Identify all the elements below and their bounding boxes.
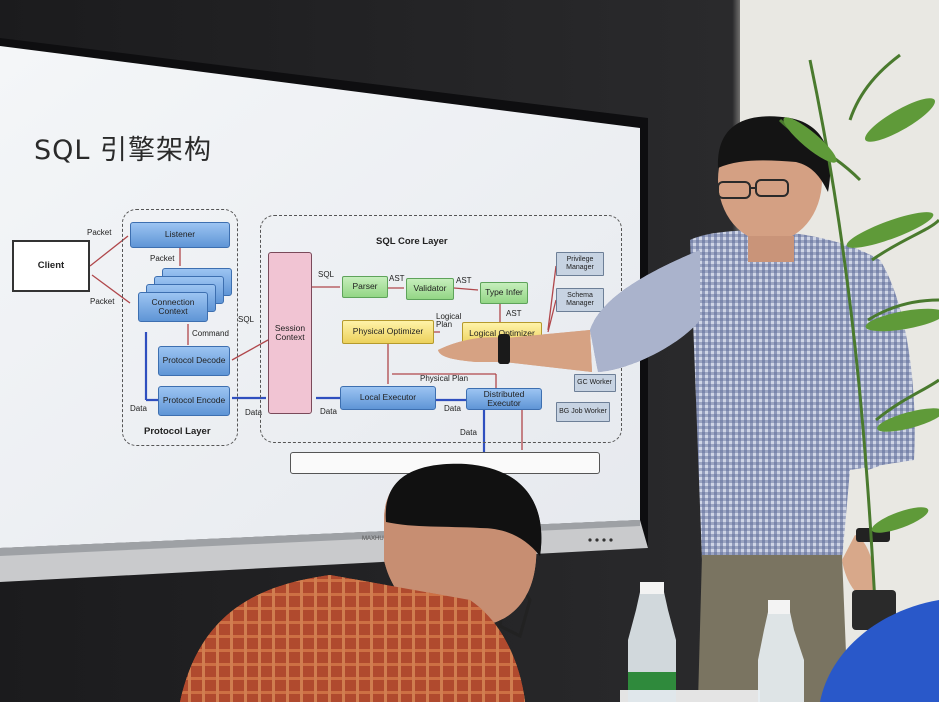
connection-context-box: Connection Context: [138, 292, 208, 322]
label-command: Command: [192, 329, 229, 338]
type-infer-box: Type Infer: [480, 282, 528, 304]
client-box: Client: [12, 240, 90, 292]
label-ast-1: AST: [389, 274, 405, 283]
logical-optimizer-box: Logical Optimizer: [462, 322, 542, 346]
label-ast-3: AST: [506, 309, 522, 318]
label-data-5: Data: [460, 428, 477, 437]
storage-bar: [290, 452, 600, 474]
label-logical-plan: Logical Plan: [436, 312, 462, 330]
session-context-box: Session Context: [268, 252, 312, 414]
bg-job-worker-box: BG Job Worker: [556, 402, 610, 422]
label-sql-2: SQL: [318, 270, 335, 279]
monitor-brand: MAXHUB: [362, 536, 388, 542]
gc-worker-box: GC Worker: [574, 374, 616, 392]
plant-leaves: [783, 98, 939, 533]
validator-box: Validator: [406, 278, 454, 300]
protocol-layer-frame: [122, 209, 238, 446]
label-packet-1: Packet: [87, 228, 112, 237]
parser-box: Parser: [342, 276, 388, 298]
label-data-1: Data: [130, 404, 147, 413]
label-sql-1: SQL: [238, 315, 255, 324]
label-packet-3: Packet: [90, 297, 115, 306]
label-data-3: Data: [320, 407, 337, 416]
protocol-decode-box: Protocol Decode: [158, 346, 230, 376]
listener-box: Listener: [130, 222, 230, 248]
distributed-executor-box: Distributed Executor: [466, 388, 542, 410]
desk-items: [620, 582, 939, 702]
schema-manager-box: Schema Manager: [556, 288, 604, 312]
local-executor-box: Local Executor: [340, 386, 436, 410]
label-data-4: Data: [444, 404, 461, 413]
protocol-encode-box: Protocol Encode: [158, 386, 230, 416]
protocol-layer-title: Protocol Layer: [144, 426, 211, 437]
slide-title: SQL 引擎架构: [34, 135, 213, 166]
sql-core-layer-title: SQL Core Layer: [376, 236, 448, 247]
privilege-manager-box: Privilege Manager: [556, 252, 604, 276]
label-data-2: Data: [245, 408, 262, 417]
label-packet-2: Packet: [150, 254, 175, 263]
label-physical-plan: Physical Plan: [420, 374, 469, 383]
physical-optimizer-box: Physical Optimizer: [342, 320, 434, 344]
monitor: MAXHUB: [0, 38, 648, 582]
label-ast-2: AST: [456, 276, 472, 285]
